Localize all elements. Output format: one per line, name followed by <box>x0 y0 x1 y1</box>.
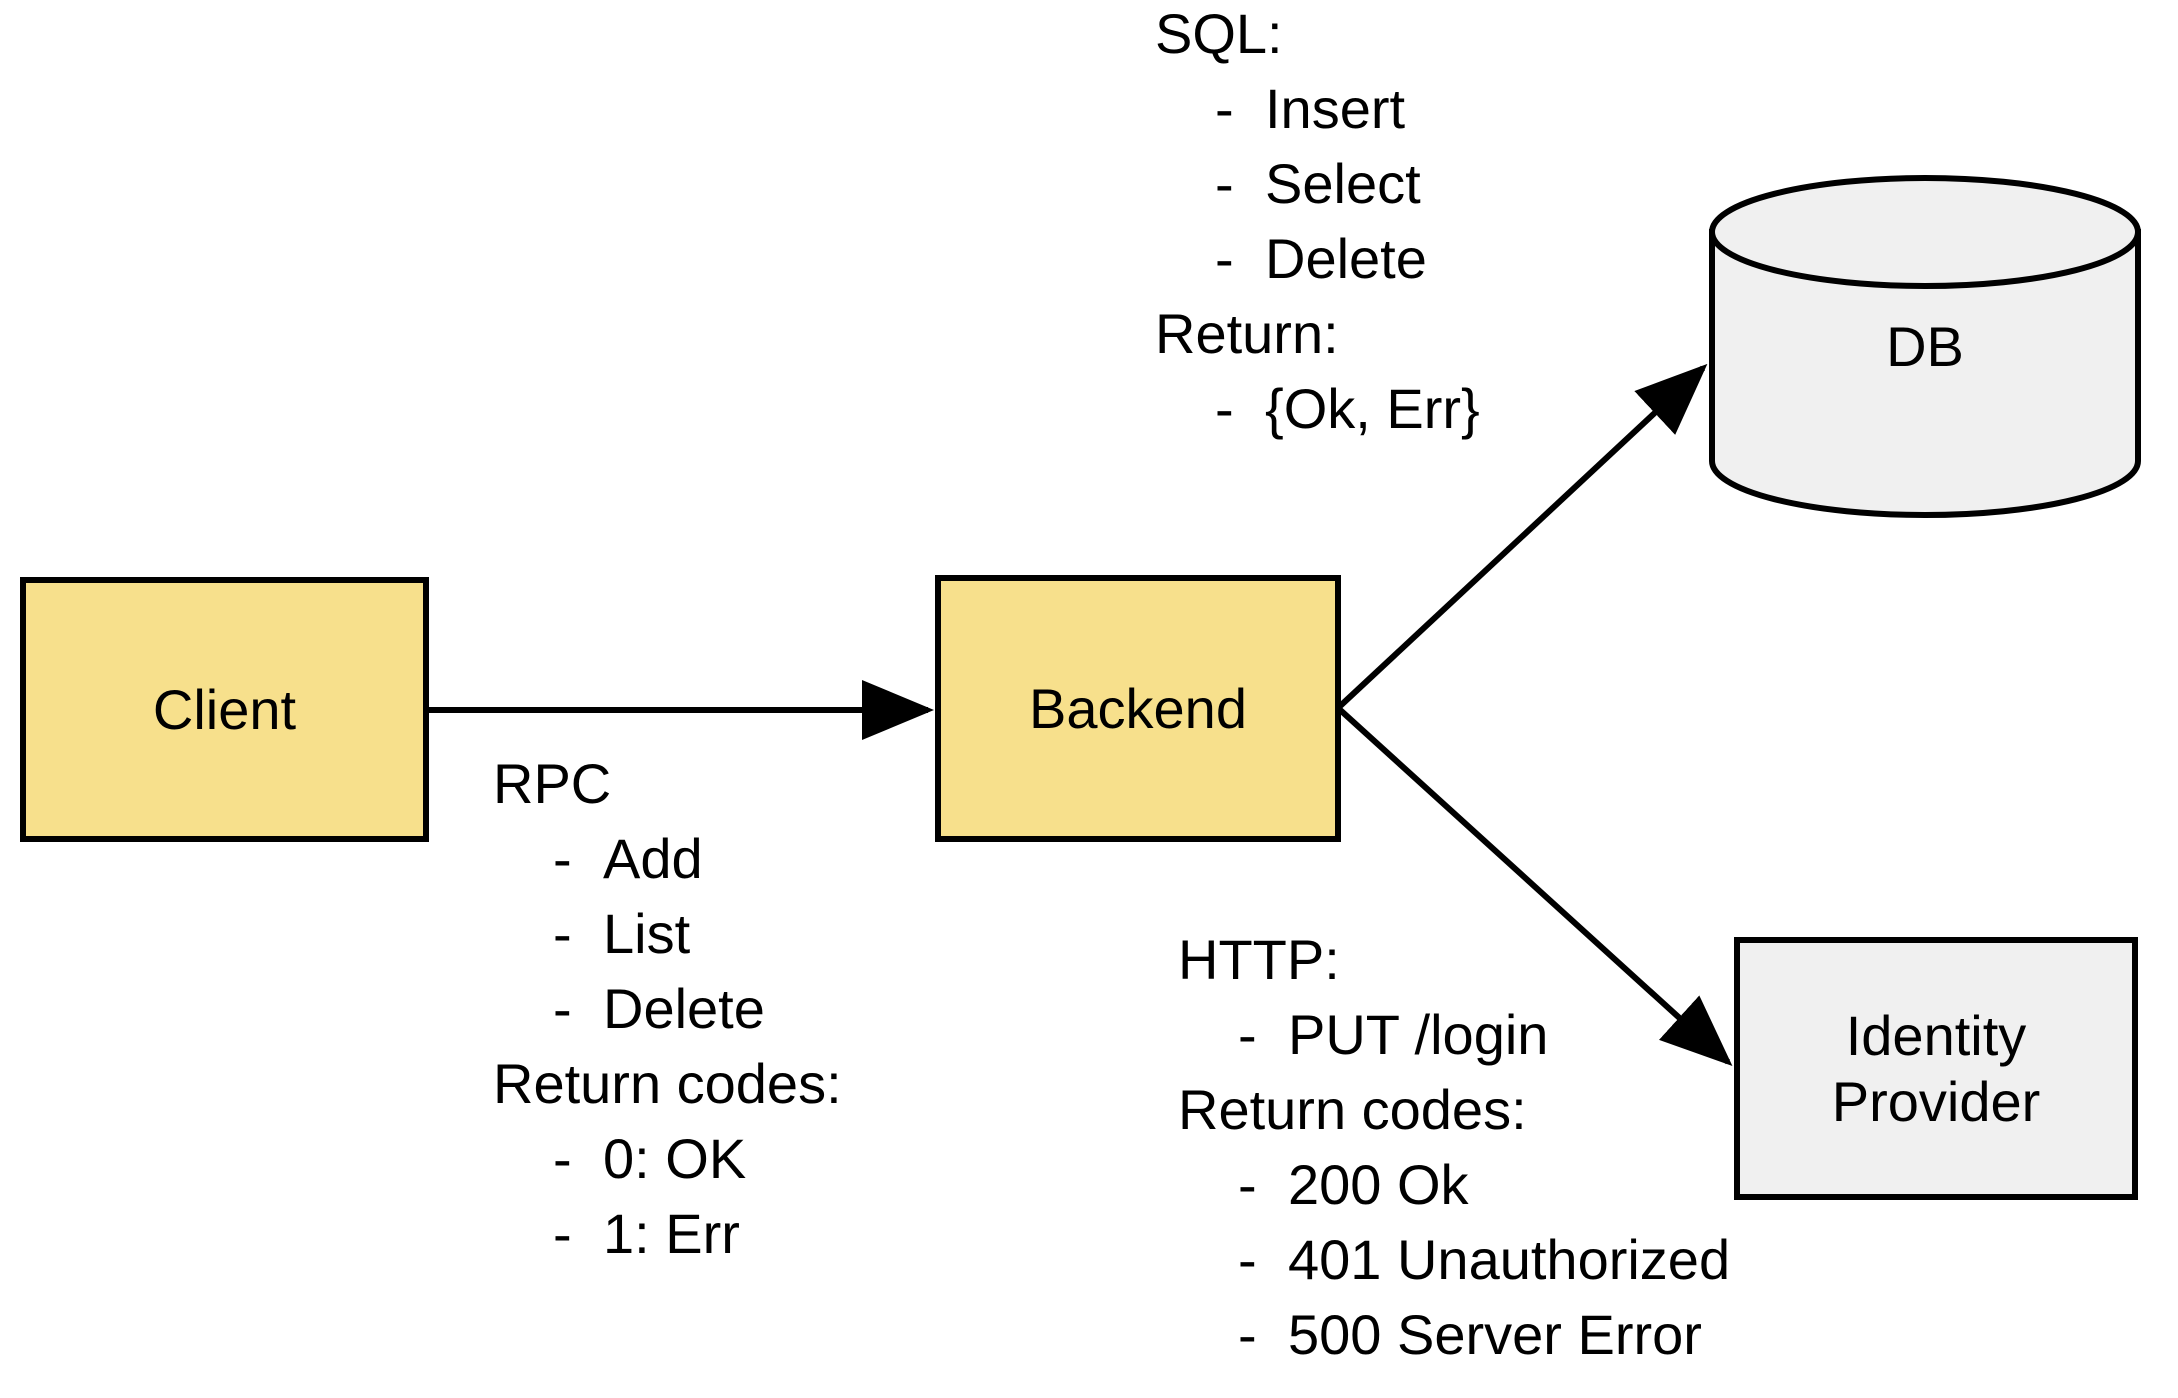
annotation-rpc-subitem-1: -1: Err <box>493 1196 842 1271</box>
annotation-http-item-0: -PUT /login <box>1178 997 1730 1072</box>
annotation-sql-subheader: Return: <box>1155 302 1339 365</box>
bullet-dash-icon: - <box>553 1202 572 1265</box>
bullet-dash-icon: - <box>1215 152 1234 215</box>
bullet-dash-icon: - <box>1215 227 1234 290</box>
annotation-sql-subitem-0-text: {Ok, Err} <box>1265 377 1480 440</box>
annotation-rpc-subitem-1-text: 1: Err <box>603 1202 740 1265</box>
annotation-http-subheader: Return codes: <box>1178 1078 1527 1141</box>
node-identity-provider-shape[interactable] <box>1734 937 2138 1200</box>
annotation-http-subitem-0: -200 Ok <box>1178 1147 1730 1222</box>
annotation-rpc-item-1-text: List <box>603 902 691 965</box>
annotation-rpc-item-2-text: Delete <box>603 977 765 1040</box>
annotation-rpc-item-0-text: Add <box>603 827 703 890</box>
annotation-rpc-header: RPC <box>493 752 612 815</box>
node-db-cylinder-body[interactable] <box>1709 229 2141 518</box>
bullet-dash-icon: - <box>1238 1228 1257 1291</box>
bullet-dash-icon: - <box>553 1127 572 1190</box>
annotation-sql: SQL: -Insert -Select -Delete Return: -{O… <box>1155 0 1480 446</box>
bullet-dash-icon: - <box>553 902 572 965</box>
annotation-sql-item-2: -Delete <box>1155 221 1480 296</box>
annotation-sql-item-1: -Select <box>1155 146 1480 221</box>
bullet-dash-icon: - <box>1238 1303 1257 1366</box>
bullet-dash-icon: - <box>553 977 572 1040</box>
bullet-dash-icon: - <box>553 827 572 890</box>
annotation-http-subitem-2: -500 Server Error <box>1178 1297 1730 1372</box>
bullet-dash-icon: - <box>1238 1153 1257 1216</box>
annotation-sql-subitem-0: -{Ok, Err} <box>1155 371 1480 446</box>
annotation-rpc-item-2: -Delete <box>493 971 842 1046</box>
node-backend-shape[interactable] <box>935 575 1341 842</box>
annotation-http-subitem-1: -401 Unauthorized <box>1178 1222 1730 1297</box>
edge-backend-to-db[interactable] <box>1335 363 1708 711</box>
annotation-rpc-subheader: Return codes: <box>493 1052 842 1115</box>
annotation-sql-item-0-text: Insert <box>1265 77 1406 140</box>
annotation-http-header: HTTP: <box>1178 928 1340 991</box>
bullet-dash-icon: - <box>1238 1003 1257 1066</box>
annotation-rpc-item-0: -Add <box>493 821 842 896</box>
annotation-rpc-subitem-0-text: 0: OK <box>603 1127 747 1190</box>
annotation-sql-item-2-text: Delete <box>1265 227 1427 290</box>
bullet-dash-icon: - <box>1215 77 1234 140</box>
annotation-sql-header: SQL: <box>1155 2 1283 65</box>
edge-backend-to-identity-provider[interactable] <box>1335 705 1733 1067</box>
node-db-cylinder-top <box>1709 175 2141 289</box>
node-client-shape[interactable] <box>20 577 429 842</box>
annotation-sql-item-1-text: Select <box>1265 152 1421 215</box>
annotation-sql-item-0: -Insert <box>1155 71 1480 146</box>
annotation-http-subitem-0-text: 200 Ok <box>1288 1153 1469 1216</box>
annotation-http-subitem-2-text: 500 Server Error <box>1288 1303 1702 1366</box>
annotation-rpc-item-1: -List <box>493 896 842 971</box>
annotation-http-subitem-1-text: 401 Unauthorized <box>1288 1228 1731 1291</box>
annotation-rpc: RPC -Add -List -Delete Return codes: -0:… <box>493 746 842 1271</box>
annotation-rpc-subitem-0: -0: OK <box>493 1121 842 1196</box>
annotation-http-item-0-text: PUT /login <box>1288 1003 1549 1066</box>
annotation-http: HTTP: -PUT /login Return codes: -200 Ok … <box>1178 922 1730 1372</box>
bullet-dash-icon: - <box>1215 377 1234 440</box>
